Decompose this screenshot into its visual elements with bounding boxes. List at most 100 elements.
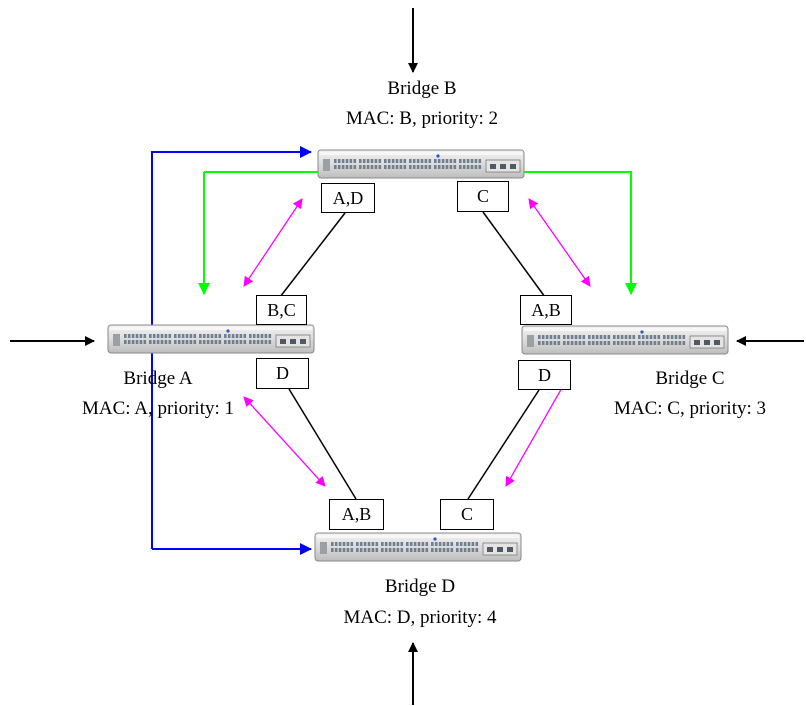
switch-port [206, 340, 210, 344]
switch-port [449, 165, 453, 169]
switch-port [353, 165, 357, 169]
switch-port [599, 335, 603, 339]
switch-port [588, 341, 591, 345]
switch-port [214, 334, 218, 338]
switch-port [607, 341, 611, 345]
bridge-c-info: MAC: C, priority: 3 [613, 398, 767, 419]
switch-port [413, 548, 417, 552]
switch-port [446, 542, 450, 546]
link-c-d [467, 389, 540, 500]
switch-port [624, 341, 628, 345]
switch-port [566, 341, 570, 345]
switch-port [462, 159, 466, 163]
port-table-d-left: A,B [329, 499, 384, 530]
switch-port [563, 341, 566, 345]
switch-port [678, 341, 682, 345]
switch-port [231, 334, 235, 338]
switch-port [346, 548, 350, 552]
switch-port [350, 542, 354, 546]
switch-port [549, 341, 553, 345]
switch-port [378, 165, 382, 169]
switch-chassis [107, 324, 315, 354]
switch-port [674, 335, 678, 339]
switch-port [417, 548, 421, 552]
switch-port [478, 165, 482, 169]
switch-port [638, 341, 641, 345]
bridge-c-switch-icon[interactable] [521, 325, 729, 355]
switch-port [239, 340, 243, 344]
switch-port [127, 334, 131, 338]
switch-port [370, 165, 374, 169]
switch-port [645, 341, 649, 345]
bridge-a-switch-icon[interactable] [107, 324, 315, 354]
switch-port [334, 165, 337, 169]
switch-port [678, 335, 682, 339]
switch-logo-mark [527, 335, 534, 347]
bridge-b-switch-icon[interactable] [317, 149, 525, 179]
switch-port [459, 542, 463, 546]
switch-port [139, 334, 143, 338]
switch-port [384, 165, 387, 169]
switch-port [131, 334, 135, 338]
switch-uplink-port [490, 164, 496, 169]
switch-port [264, 334, 268, 338]
switch-port [582, 341, 586, 345]
switch-port [471, 542, 475, 546]
switch-port [174, 340, 177, 344]
switch-port [392, 542, 396, 546]
switch-port [199, 340, 202, 344]
link-b-c [482, 211, 546, 298]
switch-port [149, 340, 152, 344]
switch-port [193, 334, 197, 338]
switch-port [181, 334, 185, 338]
switch-uplink-port [714, 340, 720, 345]
switch-port [682, 341, 686, 345]
switch-port [459, 548, 463, 552]
switch-port [399, 165, 403, 169]
switch-port [359, 548, 363, 552]
switch-port [260, 340, 264, 344]
switch-port [470, 159, 474, 163]
switch-port [538, 341, 541, 345]
switch-port [628, 335, 632, 339]
switch-port [456, 542, 459, 546]
switch-port [578, 341, 582, 345]
switch-port [442, 542, 446, 546]
switch-port [152, 334, 156, 338]
switch-port [143, 334, 147, 338]
switch-port [459, 165, 462, 169]
switch-port [409, 548, 413, 552]
switch-port [674, 341, 678, 345]
switch-port [595, 335, 599, 339]
switch-port [396, 542, 400, 546]
switch-port [409, 542, 413, 546]
green-path-to-bridge-c [204, 171, 637, 295]
switch-port [363, 548, 367, 552]
switch-port [545, 341, 549, 345]
switch-port [434, 542, 438, 546]
switch-uplink-port [300, 339, 306, 344]
switch-port [400, 542, 404, 546]
switch-port [374, 159, 378, 163]
switch-port [582, 335, 586, 339]
switch-port [239, 334, 243, 338]
switch-port [470, 165, 474, 169]
switch-port [131, 340, 135, 344]
bridge-d-info: MAC: D, priority: 4 [343, 607, 497, 628]
switch-port [164, 340, 168, 344]
switch-port [338, 548, 342, 552]
switch-port [578, 335, 582, 339]
bridge-b-info: MAC: B, priority: 2 [345, 108, 499, 129]
switch-port [467, 542, 471, 546]
switch-port [416, 159, 420, 163]
switch-port [375, 542, 379, 546]
switch-uplink-port [290, 339, 296, 344]
bridge-d-switch-icon[interactable] [314, 532, 522, 562]
switch-port [218, 340, 222, 344]
switch-port [682, 335, 686, 339]
bridge-d-name: Bridge D [384, 576, 456, 597]
switch-uplink-port [704, 340, 710, 345]
switch-port [666, 335, 670, 339]
switch-port [218, 334, 222, 338]
switch-port [199, 334, 202, 338]
